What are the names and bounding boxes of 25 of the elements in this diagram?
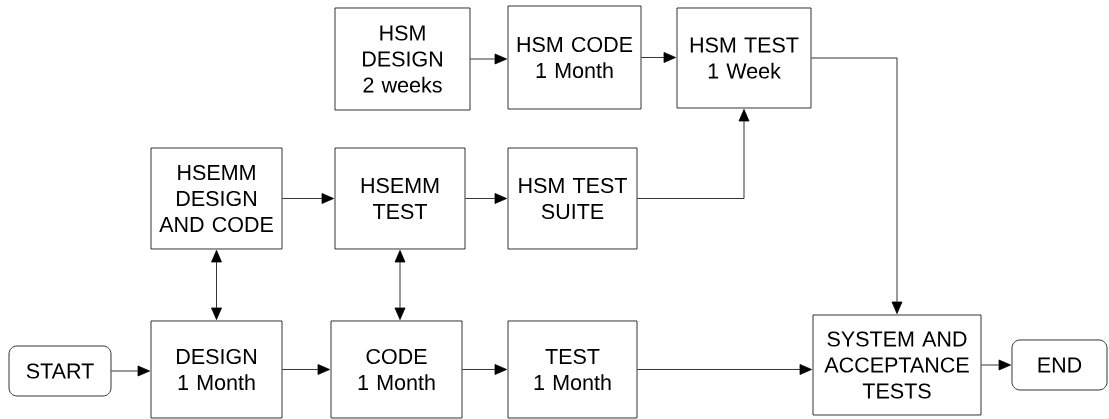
process-box: HSM DESIGN 2 weeks <box>334 7 471 111</box>
arrow <box>637 109 750 199</box>
arrow <box>462 364 507 375</box>
process-box: HSM TEST 1 Week <box>676 7 812 109</box>
arrow <box>641 52 676 63</box>
terminal-box: START <box>8 345 112 397</box>
process-box: DESIGN 1 Month <box>150 320 283 419</box>
process-box: HSEMM TEST <box>334 147 466 250</box>
process-box: HSEMM DESIGN AND CODE <box>150 147 283 250</box>
arrow <box>637 364 812 375</box>
arrow <box>211 250 222 320</box>
arrow <box>282 364 330 375</box>
arrow <box>282 193 334 204</box>
process-box: HSM CODE 1 Month <box>507 5 642 110</box>
arrow <box>981 359 1011 371</box>
arrow <box>811 57 903 314</box>
arrow <box>470 53 507 65</box>
process-box: CODE 1 Month <box>330 320 463 419</box>
process-box: TEST 1 Month <box>507 320 638 419</box>
terminal-box: END <box>1011 339 1108 391</box>
arrow <box>465 193 507 204</box>
arrow <box>111 365 150 377</box>
process-box: SYSTEM AND ACCEPTANCE TESTS <box>812 314 982 416</box>
process-box: HSM TEST SUITE <box>507 147 638 250</box>
arrow <box>394 250 406 320</box>
